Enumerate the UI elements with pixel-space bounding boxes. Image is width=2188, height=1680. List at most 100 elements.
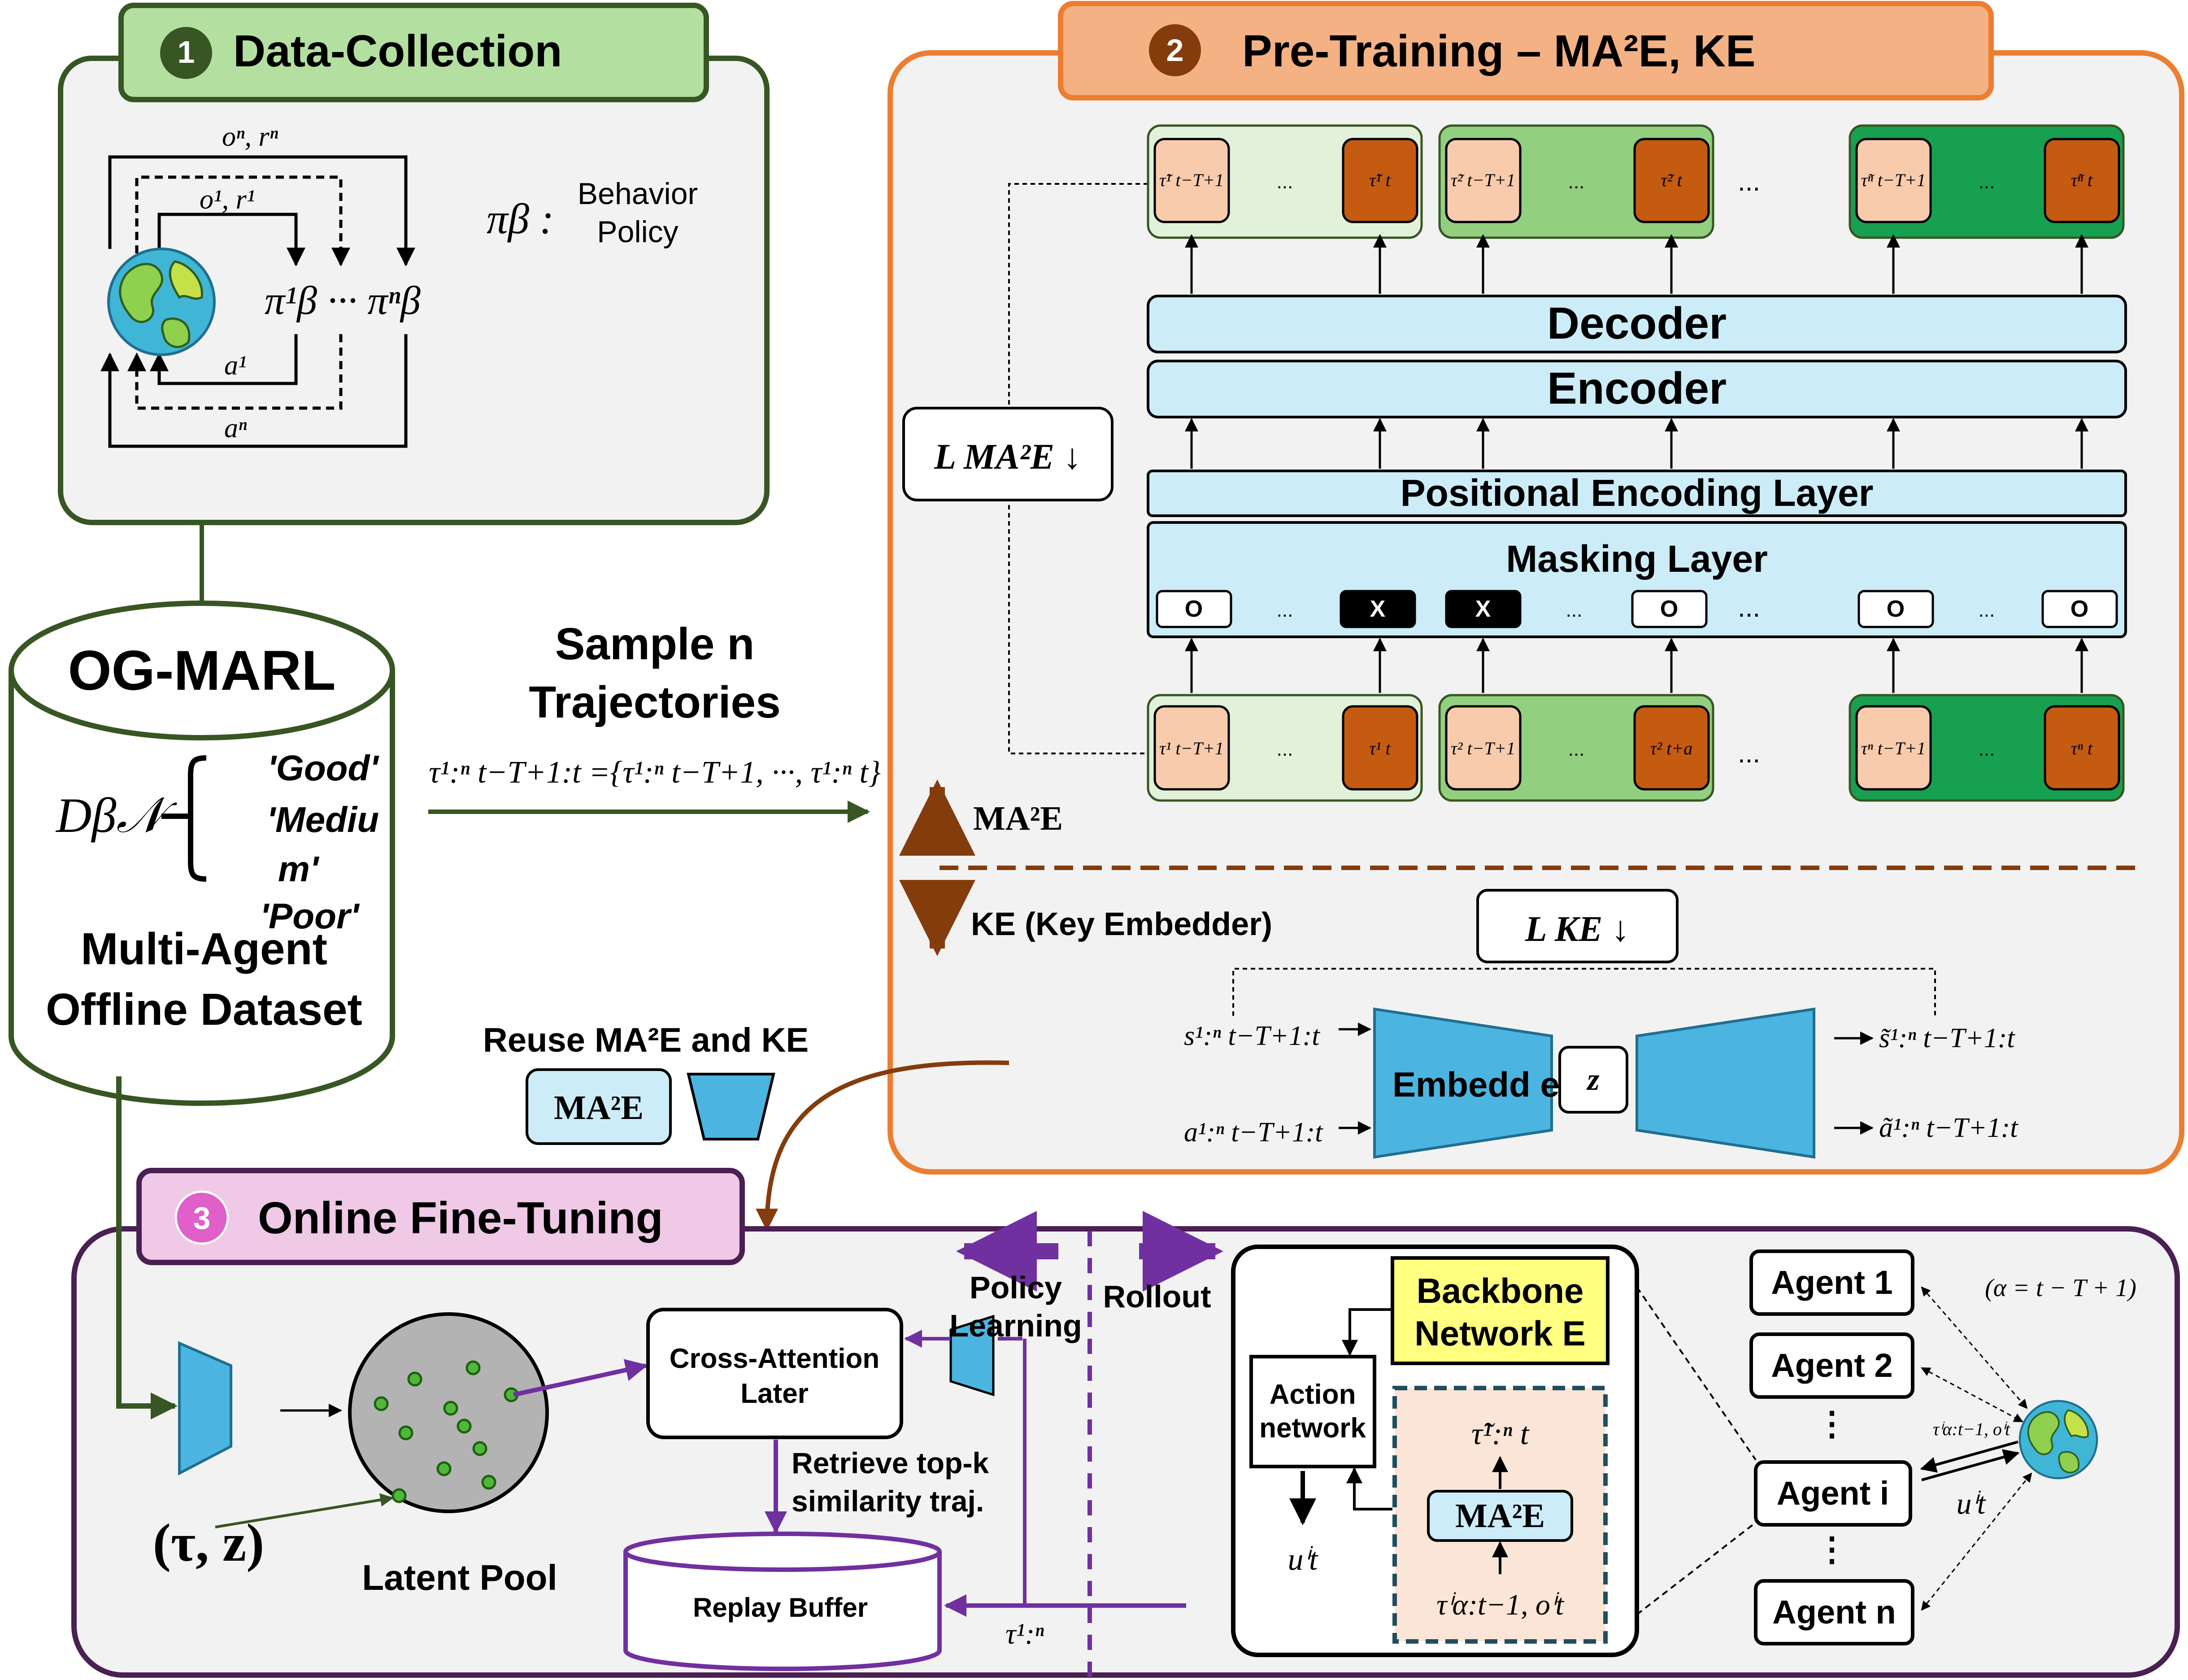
sample-formula: τ¹:ⁿ t−T+1:t ={τ¹:ⁿ t−T+1, ···, τ¹:ⁿ t}	[429, 755, 881, 790]
env-to-agent-arrow	[1920, 1441, 2018, 1473]
sample-label-line2: Trajectories	[529, 677, 780, 727]
bottom-token-1a	[1153, 705, 1230, 791]
tau-z-label: (τ, z)	[153, 1513, 265, 1572]
top-dots-between: ...	[1738, 166, 1760, 196]
alpha-note: (α = t − T + 1)	[1985, 1274, 2136, 1302]
bottom-token-nb-label: τⁿ t	[2071, 738, 2093, 758]
ke-output-s: s̃¹:ⁿ t−T+1:t	[1879, 1023, 2015, 1053]
bottom-token-nb	[2044, 705, 2120, 791]
ma2e-inference-module	[1427, 1490, 1573, 1542]
quality-medium-b: m'	[278, 849, 320, 889]
dataset-cylinder: OG-MARL Dβ𝒩 'Good' 'Mediu m' 'Poor' Mult…	[9, 601, 395, 1106]
obs-n-label: oⁿ, rⁿ	[222, 122, 278, 152]
positional-encoding-label: Positional Encoding Layer	[1401, 472, 1874, 514]
step-1-number: 1	[178, 35, 195, 70]
mask-token-x-2: X	[1475, 596, 1491, 622]
ma2e-loss-box	[902, 407, 1114, 501]
top-token-nb	[2044, 138, 2120, 223]
mask-dots-n: ...	[1979, 599, 1995, 621]
embedding-to-action-arrow	[1346, 1467, 1392, 1510]
policy-set: π¹β ··· πⁿβ	[265, 279, 421, 323]
step-1-badge	[160, 27, 212, 79]
dataset-caption-line1: Multi-Agent	[81, 924, 327, 974]
finetune-environment-globe-icon	[2020, 1401, 2097, 1478]
action-network-line2: network	[1259, 1413, 1366, 1444]
ma2e-section-label: MA²E	[973, 800, 1063, 837]
dataset-symbol: Dβ𝒩	[55, 788, 178, 843]
step-3-number: 3	[193, 1201, 211, 1236]
tau-in-label: τ¹:ⁿ	[1005, 1618, 1044, 1650]
ma2e-loss-label: L MA²E ↓	[934, 437, 1081, 477]
retrieve-line2: similarity traj.	[792, 1484, 984, 1518]
top-dots-1: ...	[1277, 171, 1293, 193]
top-token-2b	[1633, 138, 1710, 223]
env-obs-label: τⁱα:t−1, oⁱt	[1933, 1419, 2010, 1439]
latent-z-label: z	[1586, 1062, 1599, 1097]
agent-1-label: Agent 1	[1771, 1264, 1892, 1301]
env-act-label: uⁱt	[1956, 1486, 1986, 1520]
ke-loss-connector	[1232, 968, 1936, 1016]
agent-n-box	[1754, 1579, 1914, 1645]
agent-env-connectors	[1921, 1286, 2032, 1611]
ke-output-a: ã¹:ⁿ t−T+1:t	[1879, 1113, 2018, 1143]
embedder-label: Embedd er	[1392, 1065, 1573, 1104]
bottom-dots-n: ...	[1979, 738, 1995, 760]
reuse-ke-icon	[687, 1073, 775, 1140]
finetune-ke-icon	[178, 1341, 232, 1475]
mask-token-o-2: O	[1660, 596, 1678, 622]
quality-good: 'Good'	[268, 748, 380, 788]
ke-loss-label: L KE ↓	[1525, 910, 1630, 949]
tau-z-arrow	[215, 1493, 394, 1528]
cross-attention-box	[646, 1308, 903, 1439]
cross-attention-line1: Cross-Attention	[670, 1343, 879, 1374]
agent-detail-connector-bottom	[1636, 1522, 1757, 1615]
bottom-token-na-label: τⁿ t−T+1	[1861, 738, 1926, 758]
policy-learning-line1: Policy	[970, 1270, 1062, 1305]
top-token-2a	[1445, 138, 1522, 223]
rollout-label: Rollout	[1103, 1279, 1211, 1314]
positional-encoding-block	[1147, 470, 2127, 517]
embedder-encoder-shape	[1373, 1007, 1553, 1159]
backbone-to-action-arrow	[1342, 1308, 1392, 1356]
obs-1-label: o¹, r¹	[200, 184, 255, 215]
ke-input-s: s¹:ⁿ t−T+1:t	[1184, 1021, 1320, 1051]
bottom-token-2b-label: τ² t+a	[1650, 738, 1692, 758]
top-token-nb-label: τ̃ⁿ t	[2071, 170, 2093, 190]
policy-learning-line2: Learning	[949, 1308, 1082, 1343]
pretraining-title: Pre-Training – MA²E, KE	[1242, 26, 1756, 76]
bottom-token-na	[1855, 705, 1932, 791]
embedder-decoder-shape	[1636, 1007, 1815, 1159]
data-collection-header	[118, 3, 709, 102]
top-token-1a-label: τ̃¹ t−T+1	[1159, 170, 1224, 190]
step-3-badge	[174, 1190, 229, 1245]
reuse-ma2e-label: MA²E	[554, 1089, 644, 1127]
agent-2-box	[1749, 1332, 1914, 1399]
top-token-1b-label: τ̃¹ t	[1369, 170, 1391, 190]
section-pretraining: 2 Pre-Training – MA²E, KE L MA²E ↓ τ̃¹ t…	[887, 1, 2184, 1175]
action-network-box	[1249, 1355, 1376, 1468]
encoder-block	[1147, 360, 2127, 418]
reuse-flow-arrow	[756, 1060, 1009, 1231]
finetuning-title: Online Fine-Tuning	[258, 1193, 663, 1243]
replay-buffer-cylinder: Replay Buffer	[623, 1532, 942, 1671]
agent-i-box	[1754, 1460, 1912, 1527]
decoder-block	[1147, 295, 2127, 353]
mask-token-x-1: X	[1370, 596, 1386, 622]
ke-loss-box	[1476, 889, 1679, 963]
agent-ellipsis-2: ⋮	[1815, 1531, 1849, 1568]
masking-layer-label: Masking Layer	[1506, 538, 1768, 580]
top-token-na	[1855, 138, 1932, 223]
bottom-token-2a-label: τ² t−T+1	[1451, 738, 1515, 758]
bottom-token-1b	[1342, 705, 1418, 791]
pool-to-attention-arrow	[513, 1359, 648, 1397]
policy-symbol: πβ :	[487, 195, 554, 243]
mask-tokens: O ... X X ... O ... O ... O	[1156, 590, 2118, 628]
tau-tilde-label: τ̃¹:ⁿ t	[1471, 1417, 1530, 1451]
act-n-label: aⁿ	[224, 413, 247, 444]
finetuning-header	[136, 1168, 745, 1265]
flow-arrow-dataset-to-ke	[116, 1076, 178, 1419]
top-dots-2: ...	[1568, 171, 1585, 193]
mask-token-o-3: O	[1887, 596, 1905, 622]
mask-dots-1: ...	[1277, 599, 1293, 621]
